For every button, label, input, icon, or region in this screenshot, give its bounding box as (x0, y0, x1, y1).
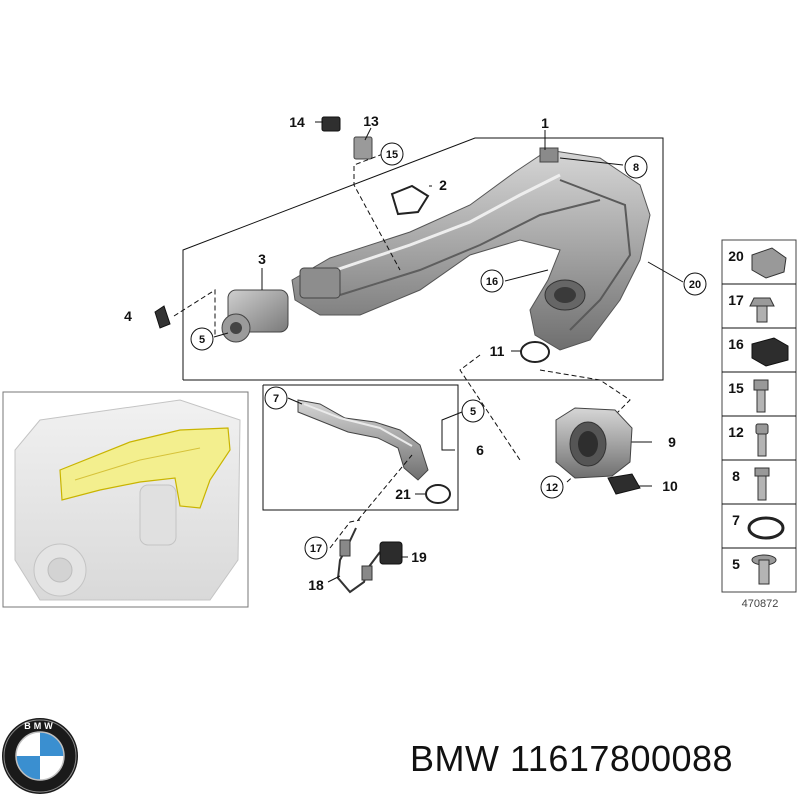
callout-13: 13 (363, 113, 379, 129)
bmw-logo-letters: BMW (24, 721, 56, 731)
leader-lines (173, 121, 684, 487)
connector-part-19 (379, 541, 403, 565)
part-number: 11617800088 (510, 738, 734, 779)
legend-label-12: 12 (728, 424, 744, 440)
brand-name: BMW (410, 738, 500, 779)
callout-18: 18 (308, 577, 324, 593)
legend-bolt-12-icon (755, 423, 769, 457)
legend-screw-5-icon (751, 554, 777, 585)
gasket-part-2 (390, 184, 430, 216)
callout-19: 19 (411, 549, 427, 565)
legend-clamp-icon (751, 247, 787, 279)
callout-15: 15 (386, 149, 398, 161)
callout-6: 6 (476, 442, 484, 458)
actuator-part-3 (221, 289, 289, 343)
throttle-body-part-9 (555, 407, 633, 479)
main-assembly-frame (182, 137, 664, 381)
legend-label-5: 5 (732, 556, 740, 572)
callout-21: 21 (395, 486, 411, 502)
bmw-logo: BMW (2, 718, 78, 794)
callout-1: 1 (541, 115, 549, 131)
callout-circles (190, 142, 707, 560)
legend-ring-7-icon (747, 516, 785, 540)
callout-8: 8 (633, 162, 639, 174)
callout-17: 17 (310, 543, 322, 555)
callout-11: 11 (490, 343, 505, 359)
legend-label-20: 20 (728, 248, 744, 264)
intake-manifold (291, 147, 651, 351)
brand-part-line: BMW 11617800088 (410, 738, 790, 788)
diagram-number: 470872 (742, 598, 779, 610)
callout-5-egr: 5 (470, 406, 476, 418)
callout-3: 3 (258, 251, 266, 267)
egr-pipe-frame (262, 384, 459, 511)
clip-part-4 (154, 305, 171, 329)
legend-label-8: 8 (732, 468, 740, 484)
legend-label-15: 15 (728, 380, 744, 396)
callout-5-main: 5 (199, 334, 205, 346)
egr-pipe-part-6 (297, 399, 429, 481)
callout-16: 16 (486, 276, 498, 288)
sensor-part-13 (353, 136, 373, 160)
sensor-cable-part-18 (336, 527, 381, 594)
callout-12: 12 (546, 482, 558, 494)
callout-9: 9 (668, 434, 676, 450)
o-ring-part-21 (425, 484, 451, 504)
legend-label-17: 17 (728, 292, 744, 308)
callout-10: 10 (662, 478, 678, 494)
legend-screw-17-icon (749, 297, 775, 323)
callout-4: 4 (124, 308, 132, 324)
legend-bolt-8-icon (754, 467, 770, 501)
legend-label-7: 7 (732, 512, 740, 528)
egr-leader-lines (287, 397, 463, 495)
engine-inset (2, 391, 249, 608)
legend-block-16-icon (751, 337, 789, 367)
legend-bolt-15-icon (753, 379, 769, 413)
sensor-part-10 (607, 473, 641, 495)
plug-part-14 (321, 116, 341, 132)
cable-leader-lines (327, 454, 413, 583)
highlighted-manifold (59, 427, 231, 509)
callout-7: 7 (273, 393, 279, 405)
legend-column (721, 239, 797, 593)
callout-14: 14 (289, 114, 305, 130)
callout-2: 2 (439, 177, 447, 193)
callout-20: 20 (689, 279, 701, 291)
legend-label-16: 16 (728, 336, 744, 352)
o-ring-part-11 (520, 341, 550, 363)
